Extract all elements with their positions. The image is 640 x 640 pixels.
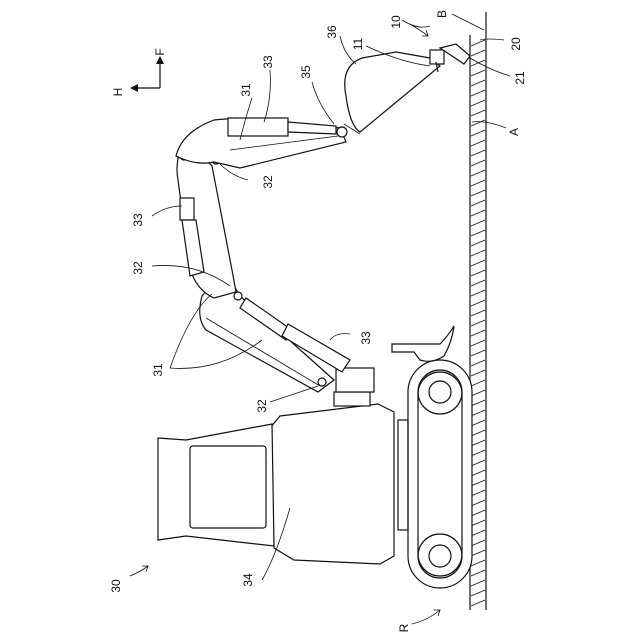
label-B: B — [435, 10, 449, 18]
ground-hatch-line — [471, 260, 485, 266]
ground-hatch-line — [471, 420, 485, 426]
ground-hatch-line — [471, 480, 485, 486]
ground-hatch-line — [471, 120, 485, 126]
ground-hatch-line — [471, 300, 485, 306]
arrow-B — [410, 24, 428, 36]
ground-hatch-line — [471, 590, 485, 596]
ground-hatch-line — [471, 400, 485, 406]
ground-hatch-line — [471, 460, 485, 466]
label-35: 35 — [299, 65, 313, 79]
label-H: H — [111, 88, 125, 97]
ground-hatch-line — [471, 310, 485, 316]
ground-hatch-line — [471, 510, 485, 516]
label-34: 34 — [241, 573, 255, 587]
ground-hatch-line — [471, 150, 485, 156]
label-32-low: 32 — [255, 399, 269, 413]
ground-hatch-line — [471, 130, 485, 136]
label-31-low: 31 — [151, 363, 165, 377]
ground-hatch-line — [471, 540, 485, 546]
ground-hatch-line — [471, 500, 485, 506]
ground-hatch-line — [471, 80, 485, 86]
ground-hatch-line — [471, 490, 485, 496]
label-F: F — [153, 48, 167, 55]
ground-hatch-line — [471, 350, 485, 356]
ground-hatch-line — [471, 600, 485, 606]
label-10: 10 — [389, 15, 403, 29]
upper-cylinder — [228, 118, 336, 136]
ground-hatch-line — [471, 230, 485, 236]
label-31-top: 31 — [239, 83, 253, 97]
ground-hatch-line — [471, 580, 485, 586]
ground-hatch-line — [471, 90, 485, 96]
label-20: 20 — [509, 37, 523, 51]
label-R: R — [397, 623, 411, 632]
ground-hatch-line — [471, 390, 485, 396]
label-33-low: 33 — [359, 331, 373, 345]
ground-hatch-line — [471, 170, 485, 176]
ground-hatch-line — [471, 370, 485, 376]
label-A: A — [507, 128, 521, 136]
ground-hatch-line — [471, 470, 485, 476]
ground-hatch-line — [471, 430, 485, 436]
ground-hatch-line — [471, 330, 485, 336]
ground-hatch-line — [471, 560, 485, 566]
ground-hatch-line — [471, 180, 485, 186]
label-21: 21 — [513, 71, 527, 85]
ground-hatch-line — [471, 40, 485, 46]
label-32-top: 32 — [261, 175, 275, 189]
operator-cab — [158, 424, 274, 546]
arrow-30 — [130, 566, 148, 576]
ground-hatch-line — [471, 250, 485, 256]
ground-hatch-line — [471, 190, 485, 196]
ground-hatch-line — [471, 360, 485, 366]
label-36: 36 — [325, 25, 339, 39]
ground-hatch-line — [471, 50, 485, 56]
ground-hatch-line — [471, 160, 485, 166]
axis-indicator — [130, 56, 164, 92]
ground-hatch-line — [471, 290, 485, 296]
label-30: 30 — [109, 579, 123, 593]
ground-hatch-line — [471, 410, 485, 416]
ground-hatch-line — [471, 380, 485, 386]
ground-hatch-line — [471, 570, 485, 576]
ground-hatch-line — [471, 100, 485, 106]
ground-hatch-line — [471, 550, 485, 556]
ground-hatch-line — [471, 210, 485, 216]
ground-hatch-line — [471, 70, 485, 76]
ground-hatch-line — [471, 220, 485, 226]
ground-hatch-line — [471, 110, 485, 116]
bucket — [344, 52, 440, 134]
label-33-left: 33 — [131, 213, 145, 227]
ground-hatch-line — [471, 450, 485, 456]
ground-hatch-line — [471, 440, 485, 446]
ground-hatch-line — [471, 340, 485, 346]
label-11: 11 — [351, 37, 365, 50]
arrow-R — [412, 610, 440, 624]
crawler-track — [398, 360, 472, 588]
dozer-blade — [392, 326, 454, 361]
ground-hatch-line — [471, 270, 485, 276]
ground-hatch-line — [471, 520, 485, 526]
ground-hatch-line — [471, 280, 485, 286]
label-32-mid: 32 — [131, 261, 145, 275]
label-33-top: 33 — [261, 55, 275, 69]
upper-body — [270, 368, 394, 564]
ground-hatch-line — [471, 200, 485, 206]
ground-hatch-line — [471, 530, 485, 536]
ground-hatch-line — [471, 140, 485, 146]
ground-hatch-line — [471, 240, 485, 246]
ground-hatch-line — [471, 320, 485, 326]
